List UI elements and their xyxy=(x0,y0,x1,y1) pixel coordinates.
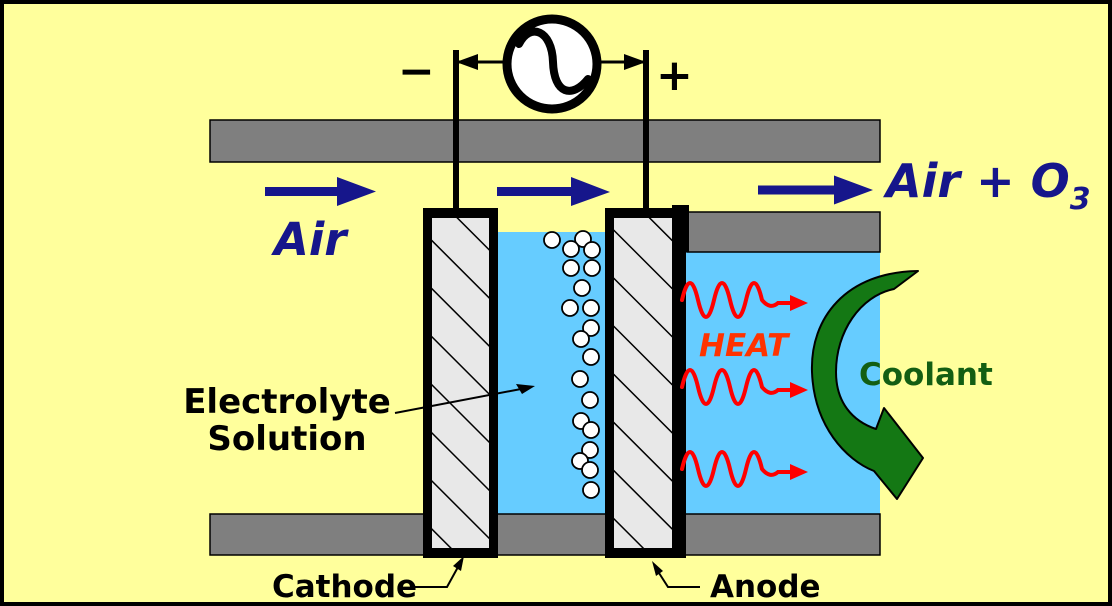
air-arrow-outlet-icon xyxy=(758,175,873,205)
air-inlet-label: Air xyxy=(274,213,347,266)
heat-label: HEAT xyxy=(699,328,789,364)
leader-arrowheads xyxy=(453,384,663,576)
electrolyte-label-line2: Solution xyxy=(207,419,367,460)
coolant-arrow-icon xyxy=(810,270,924,500)
ac-sine-wave-icon xyxy=(515,27,592,95)
cathode-leader-arrowhead-icon xyxy=(453,556,464,571)
coolant-label: Coolant xyxy=(859,357,993,393)
anode-label: Anode xyxy=(710,569,821,605)
duct-wall-coolant-top xyxy=(686,211,881,253)
lead-arrow-right-icon xyxy=(624,54,646,70)
cathode-electrode xyxy=(423,208,498,558)
anode-leader-arrowhead-icon xyxy=(652,561,663,576)
leader-lines xyxy=(394,388,700,588)
heat-wave-arrowheads xyxy=(790,295,808,480)
air-arrow-middle-icon xyxy=(497,177,610,206)
cathode-leader-line xyxy=(412,566,459,588)
polarity-minus-label: − xyxy=(398,46,435,97)
heat-waves xyxy=(680,281,793,488)
duct-wall-top xyxy=(209,119,881,163)
cathode-wire xyxy=(453,50,459,212)
air-flow-arrows xyxy=(265,175,873,206)
duct-wall-bottom xyxy=(209,513,881,556)
electrolyte-solution-label: Electrolyte Solution xyxy=(182,382,392,460)
electrolyte-leader-arrowhead-icon xyxy=(516,384,535,394)
gas-bubbles xyxy=(543,230,601,499)
air-outlet-main: Air + O xyxy=(886,154,1070,208)
heat-wave-2 xyxy=(680,368,793,406)
anode-body xyxy=(614,218,672,548)
heat-wave-1 xyxy=(680,281,793,319)
electrolyte-label-line1: Electrolyte xyxy=(183,382,391,422)
air-arrow-inlet-icon xyxy=(265,177,376,206)
cathode-body xyxy=(432,218,489,548)
heat-wave-3 xyxy=(680,450,793,488)
anode-electrode xyxy=(605,208,686,558)
cathode-label: Cathode xyxy=(272,569,418,605)
lead-arrow-left-icon xyxy=(456,54,478,70)
anode-leader-line xyxy=(658,572,700,588)
air-outlet-label: Air + O3 xyxy=(886,158,1091,215)
polarity-plus-label: + xyxy=(656,50,693,101)
anode-wire xyxy=(643,50,649,212)
electrolyte-leader-line xyxy=(394,388,522,414)
air-outlet-subscript: 3 xyxy=(1069,182,1091,217)
